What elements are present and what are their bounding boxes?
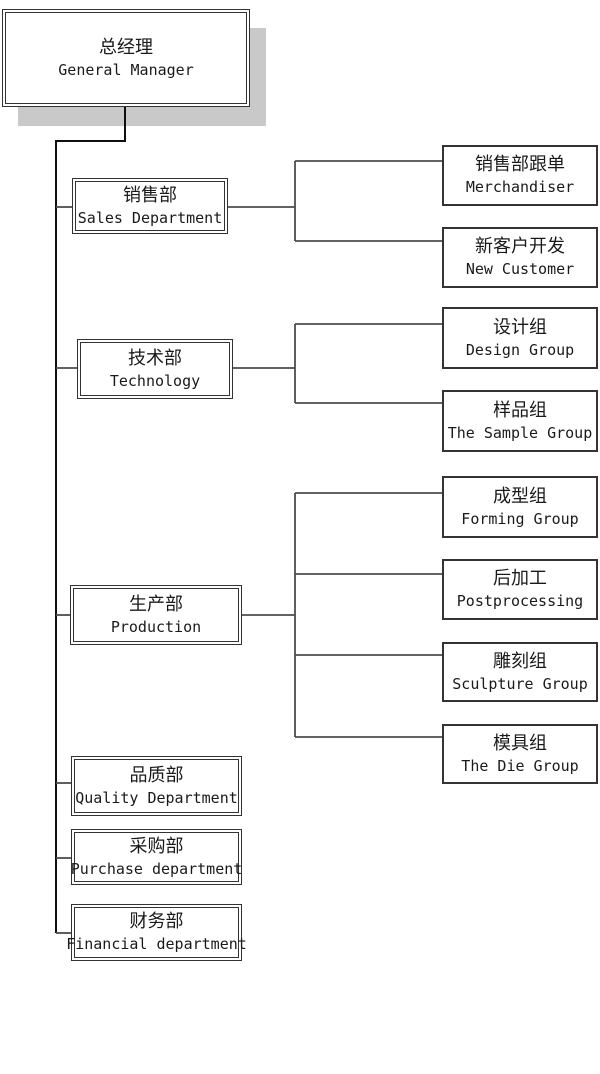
- node-production: 生产部 Production: [70, 585, 242, 645]
- node-sample-group: 样品组 The Sample Group: [442, 390, 598, 452]
- node-financial-department-label-en: Financial department: [66, 935, 247, 953]
- node-merchandiser-label-zh: 销售部跟单: [475, 154, 565, 175]
- node-quality-department-frame: 品质部 Quality Department: [74, 759, 239, 813]
- node-technology-label-zh: 技术部: [128, 347, 182, 369]
- node-forming-group: 成型组 Forming Group: [442, 476, 598, 538]
- node-purchase-department-label-zh: 采购部: [129, 835, 184, 857]
- node-die-group-label-en: The Die Group: [461, 756, 579, 775]
- node-financial-department: 财务部 Financial department: [66, 904, 247, 961]
- node-sample-group-label-zh: 样品组: [493, 399, 547, 421]
- node-general-manager-label-zh: 总经理: [99, 36, 153, 58]
- node-merchandiser: 销售部跟单 Merchandiser: [442, 145, 598, 206]
- node-design-group: 设计组 Design Group: [442, 307, 598, 369]
- node-quality-department: 品质部 Quality Department: [71, 756, 242, 816]
- node-financial-department-label-zh: 财务部: [129, 911, 184, 932]
- node-merchandiser-label-en: Merchandiser: [465, 178, 575, 196]
- node-forming-group-label-zh: 成型组: [493, 485, 547, 507]
- node-quality-department-label-zh: 品质部: [129, 764, 184, 786]
- node-design-group-label-zh: 设计组: [493, 316, 547, 338]
- node-sales-department-frame: 销售部 Sales Department: [75, 181, 225, 231]
- node-design-group-label-en: Design Group: [465, 340, 575, 359]
- node-sales-department: 销售部 Sales Department: [72, 178, 228, 234]
- node-sculpture-group: 雕刻组 Sculpture Group: [442, 642, 598, 702]
- node-new-customer-label-en: New Customer: [465, 260, 575, 278]
- node-sculpture-group-label-en: Sculpture Group: [452, 674, 588, 693]
- node-postprocessing-label-zh: 后加工: [493, 568, 547, 589]
- node-technology: 技术部 Technology: [77, 339, 233, 399]
- node-sculpture-group-label-zh: 雕刻组: [493, 650, 547, 672]
- node-production-label-zh: 生产部: [129, 593, 183, 615]
- node-new-customer: 新客户开发 New Customer: [442, 227, 598, 288]
- node-production-frame: 生产部 Production: [73, 588, 239, 642]
- node-new-customer-label-zh: 新客户开发: [475, 236, 565, 257]
- node-sales-department-label-zh: 销售部: [123, 184, 177, 206]
- node-purchase-department: 采购部 Purchase department: [71, 829, 242, 885]
- node-production-label-en: Production: [110, 617, 202, 636]
- node-purchase-department-frame: 采购部 Purchase department: [71, 832, 242, 882]
- node-sales-department-label-en: Sales Department: [77, 208, 223, 227]
- node-technology-label-en: Technology: [109, 371, 201, 390]
- node-technology-frame: 技术部 Technology: [80, 342, 230, 396]
- node-purchase-department-label-en: Purchase department: [70, 859, 243, 878]
- node-general-manager-frame: 总经理 General Manager: [5, 12, 247, 104]
- node-postprocessing: 后加工 Postprocessing: [442, 559, 598, 620]
- node-postprocessing-label-en: Postprocessing: [456, 592, 584, 610]
- node-forming-group-label-en: Forming Group: [461, 509, 579, 528]
- node-general-manager-label-en: General Manager: [58, 60, 194, 79]
- node-financial-department-frame: 财务部 Financial department: [66, 907, 247, 958]
- node-general-manager: 总经理 General Manager: [2, 9, 250, 107]
- node-die-group-label-zh: 模具组: [493, 732, 547, 754]
- node-quality-department-label-en: Quality Department: [75, 788, 238, 807]
- node-die-group: 模具组 The Die Group: [442, 724, 598, 784]
- node-sample-group-label-en: The Sample Group: [447, 423, 593, 442]
